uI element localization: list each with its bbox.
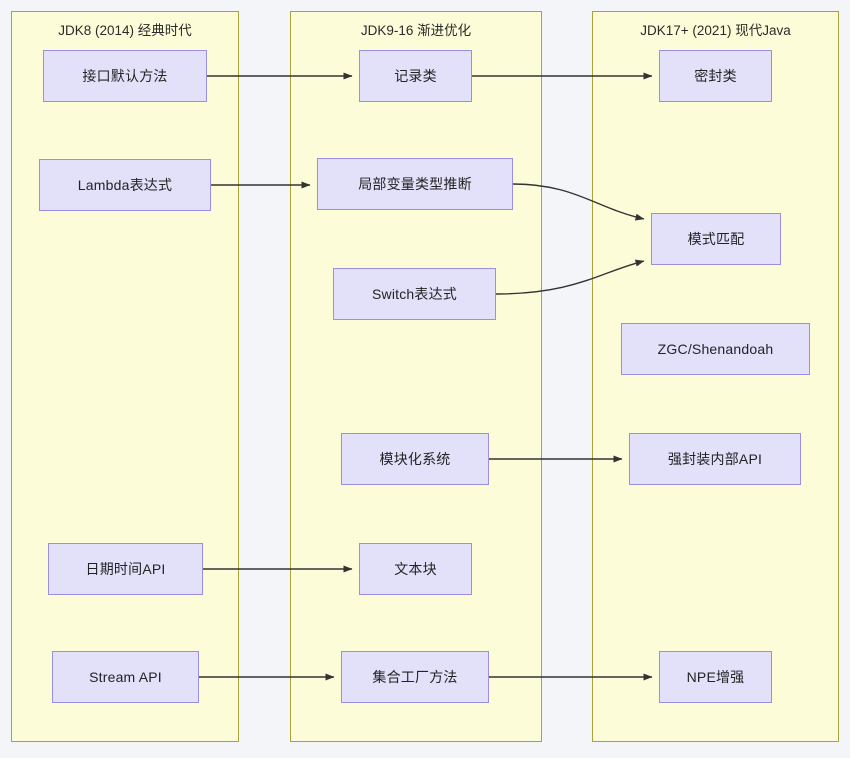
node-collection-factory-method[interactable]: 集合工厂方法 [341, 651, 489, 703]
swimlane-title-jdk17: JDK17+ (2021) 现代Java [640, 23, 791, 38]
node-lambda-expression[interactable]: Lambda表达式 [39, 159, 211, 211]
swimlane-jdk8: JDK8 (2014) 经典时代 [11, 11, 239, 742]
swimlane-jdk9-16: JDK9-16 渐进优化 [290, 11, 542, 742]
edge-switch-expression-to-pattern-matching [495, 259, 645, 295]
node-local-variable-type-inference[interactable]: 局部变量类型推断 [317, 158, 513, 210]
node-datetime-api[interactable]: 日期时间API [48, 543, 203, 595]
node-pattern-matching[interactable]: 模式匹配 [651, 213, 781, 265]
node-zgc-shenandoah[interactable]: ZGC/Shenandoah [621, 323, 810, 375]
node-npe-enhancement[interactable]: NPE增强 [659, 651, 772, 703]
swimlane-title-jdk9-16: JDK9-16 渐进优化 [360, 23, 472, 38]
node-sealed-class[interactable]: 密封类 [659, 50, 772, 102]
node-module-system[interactable]: 模块化系统 [341, 433, 489, 485]
swimlane-title-jdk8: JDK8 (2014) 经典时代 [58, 23, 192, 38]
node-text-block[interactable]: 文本块 [359, 543, 472, 595]
edge-var-type-inference-to-pattern-matching [512, 183, 645, 221]
node-switch-expression[interactable]: Switch表达式 [333, 268, 496, 320]
node-interface-default-method[interactable]: 接口默认方法 [43, 50, 207, 102]
node-record-class[interactable]: 记录类 [359, 50, 472, 102]
node-stream-api[interactable]: Stream API [52, 651, 199, 703]
swimlane-jdk17: JDK17+ (2021) 现代Java [592, 11, 839, 742]
node-strong-encapsulation-internal-api[interactable]: 强封装内部API [629, 433, 801, 485]
